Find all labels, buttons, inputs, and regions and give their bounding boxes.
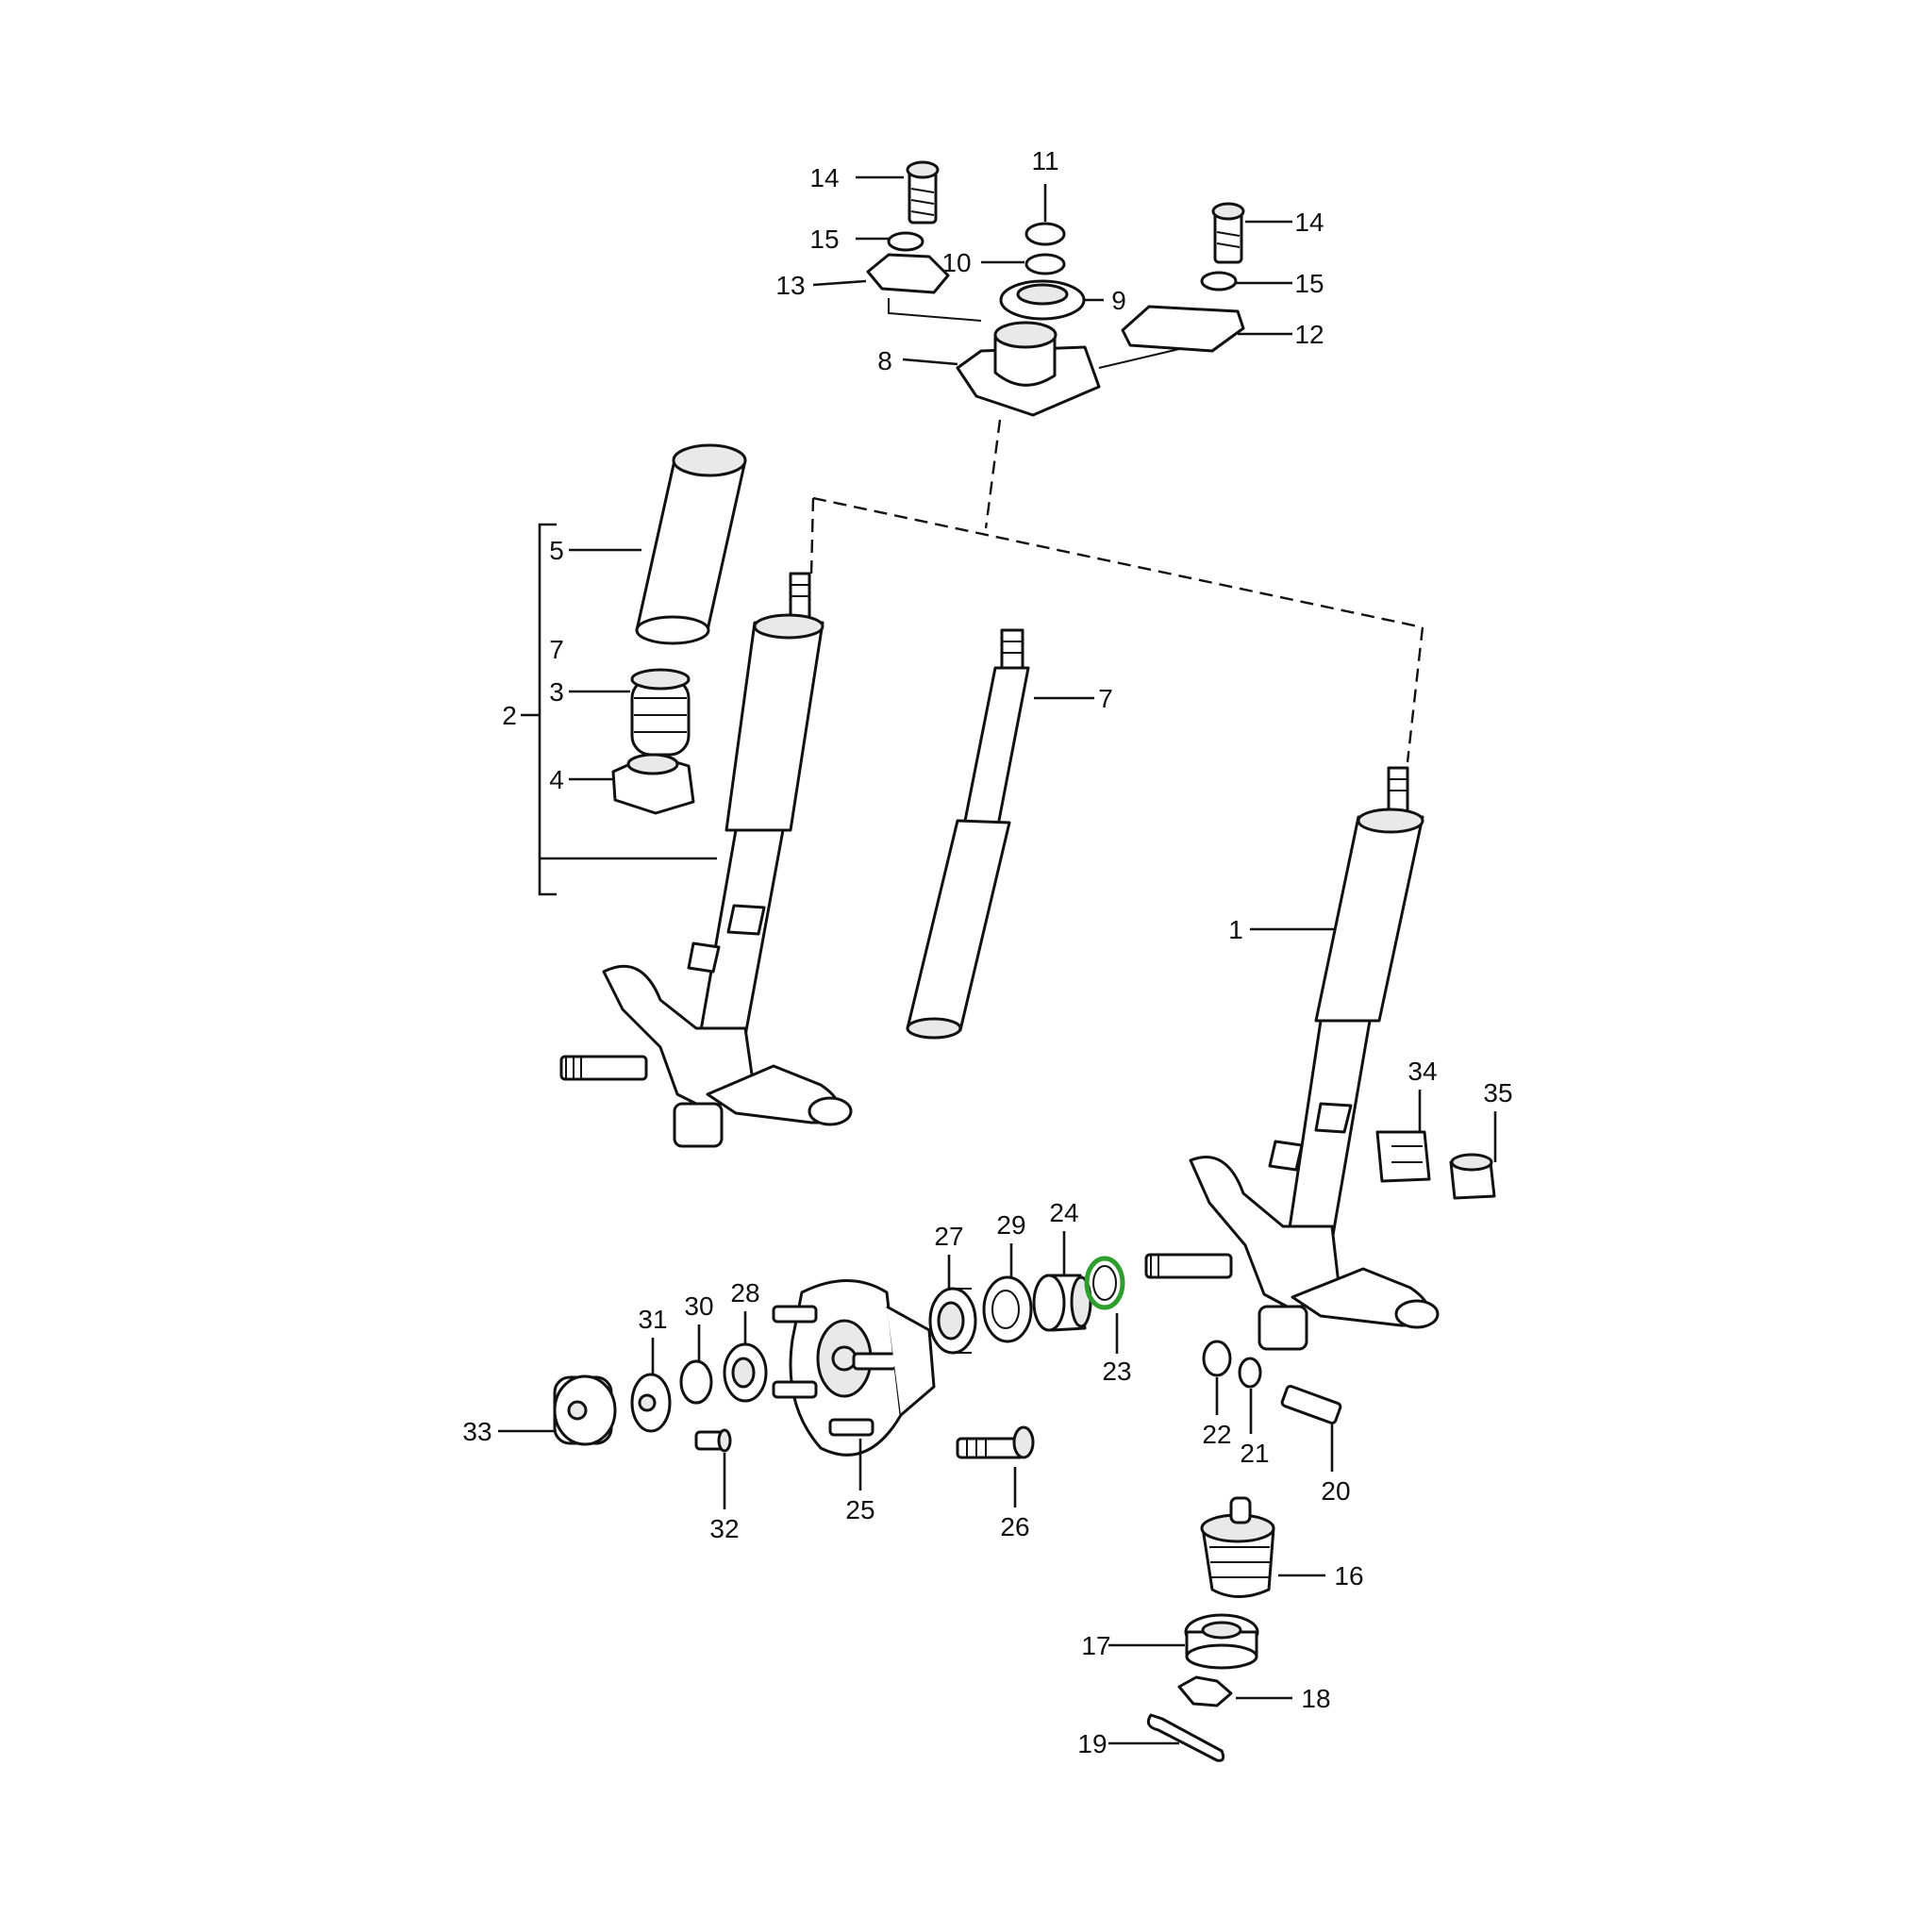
- plate-part-12: [1121, 305, 1245, 353]
- nut-part-22: [1202, 1340, 1232, 1377]
- label-31: 31: [638, 1305, 667, 1334]
- label-23: 23: [1102, 1357, 1131, 1386]
- bearing-part-28: [723, 1342, 768, 1403]
- label-7: 7: [1098, 684, 1113, 713]
- screw-part-32: [694, 1428, 732, 1453]
- bump-stop-part-3: [630, 668, 691, 757]
- mount-part-9: [999, 279, 1086, 321]
- label-24: 24: [1049, 1198, 1078, 1227]
- label-7-bracket: 7: [549, 635, 564, 664]
- label-33: 33: [462, 1417, 491, 1446]
- bolt-part-26: [956, 1425, 1035, 1459]
- ball-joint-part-16: [1200, 1496, 1275, 1598]
- label-19: 19: [1077, 1729, 1107, 1758]
- label-14-left: 14: [809, 163, 839, 192]
- label-10: 10: [941, 248, 971, 277]
- leader-lines: [498, 175, 1497, 1745]
- label-30: 30: [684, 1291, 713, 1321]
- seal-part-23-highlighted: [1084, 1256, 1125, 1310]
- strut-assembly-left: [538, 443, 853, 1148]
- bearing-part-27: [928, 1287, 977, 1355]
- assembly-dashed-lines: [809, 419, 1424, 763]
- label-20: 20: [1321, 1476, 1350, 1506]
- bolt-part-20: [1280, 1385, 1342, 1424]
- strut-mount-part-8: [956, 321, 1101, 417]
- label-3: 3: [549, 677, 564, 707]
- label-4: 4: [549, 765, 564, 794]
- label-9: 9: [1111, 286, 1126, 315]
- washer-part-21: [1238, 1357, 1262, 1389]
- cotter-pin-part-19: [1146, 1713, 1225, 1762]
- clip-part-35: [1449, 1153, 1496, 1200]
- clamp-nut-part-31: [630, 1373, 672, 1433]
- label-15-left: 15: [809, 225, 839, 254]
- label-29: 29: [996, 1210, 1025, 1240]
- dust-boot-part-5: [635, 443, 747, 645]
- lower-mount-part-4: [611, 753, 695, 815]
- label-16: 16: [1334, 1561, 1363, 1591]
- bearing-race-part-29: [982, 1275, 1033, 1343]
- clamp-part-34: [1375, 1130, 1431, 1183]
- label-25: 25: [845, 1495, 874, 1524]
- label-26: 26: [1000, 1512, 1029, 1541]
- part-number-labels: 14 15 13 8 11 10 9 14 15 12 5 7 3 2 4 7 …: [462, 146, 1512, 1758]
- wheel-hub-part-25: [772, 1279, 936, 1457]
- label-11: 11: [1031, 146, 1058, 175]
- label-35: 35: [1483, 1078, 1512, 1108]
- label-12: 12: [1294, 320, 1324, 349]
- strut-body-left: [559, 572, 853, 1148]
- label-15-right: 15: [1294, 269, 1324, 298]
- label-18: 18: [1301, 1684, 1330, 1713]
- grease-cap-part-33: [553, 1374, 617, 1446]
- washer-part-10: [1024, 253, 1066, 275]
- bolt-part-14-left: [906, 160, 940, 225]
- label-32: 32: [709, 1514, 739, 1543]
- strut-assembly-right: [1144, 766, 1440, 1351]
- strut-insert-part-7: [906, 628, 1030, 1040]
- nut-part-11: [1024, 222, 1066, 246]
- lock-plate-part-18: [1177, 1675, 1233, 1707]
- label-1: 1: [1228, 915, 1243, 944]
- washer-part-15-right: [1200, 271, 1238, 291]
- bearing-part-24: [1032, 1274, 1092, 1332]
- washer-part-15-left: [887, 231, 924, 252]
- hub-assembly: [553, 1256, 1125, 1459]
- label-27: 27: [934, 1222, 963, 1251]
- upper-mount-assembly: [866, 160, 1245, 417]
- plate-part-13: [866, 253, 950, 294]
- label-17: 17: [1081, 1631, 1110, 1660]
- label-34: 34: [1407, 1057, 1437, 1086]
- bracket-part-2: [538, 523, 557, 896]
- label-2: 2: [502, 701, 517, 730]
- label-22: 22: [1202, 1420, 1231, 1449]
- washer-part-30: [679, 1359, 713, 1405]
- bolt-part-14-right: [1211, 202, 1245, 264]
- label-28: 28: [730, 1278, 759, 1307]
- label-5: 5: [549, 536, 564, 565]
- label-13: 13: [775, 271, 805, 300]
- label-14-right: 14: [1294, 208, 1324, 237]
- castle-nut-part-17: [1184, 1613, 1259, 1670]
- label-21: 21: [1240, 1439, 1269, 1468]
- ball-joint-assembly: [1146, 1340, 1342, 1762]
- label-8: 8: [877, 346, 892, 375]
